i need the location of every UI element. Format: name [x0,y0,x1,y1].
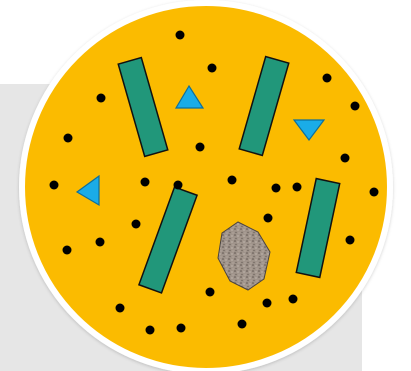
black-dot [228,176,237,185]
black-dot [96,238,105,247]
black-dot [238,320,247,329]
black-dot [263,299,272,308]
black-dot [97,94,106,103]
black-dot [50,181,59,190]
black-dot [208,64,217,73]
black-dot [63,246,72,255]
black-dot [141,178,150,187]
black-dot [146,326,155,335]
black-dot [370,188,379,197]
black-dot [177,324,186,333]
black-dot [264,214,273,223]
black-dot [132,220,141,229]
black-dot [116,304,125,313]
black-dot [293,183,302,192]
black-dot [351,102,360,111]
black-dot [289,295,298,304]
black-dot [346,236,355,245]
black-dot [196,143,205,152]
black-dot [176,31,185,40]
black-dot [174,181,183,190]
black-dot [341,154,350,163]
black-dot [323,74,332,83]
black-dot [64,134,73,143]
black-dot [272,184,281,193]
black-dot [206,288,215,297]
